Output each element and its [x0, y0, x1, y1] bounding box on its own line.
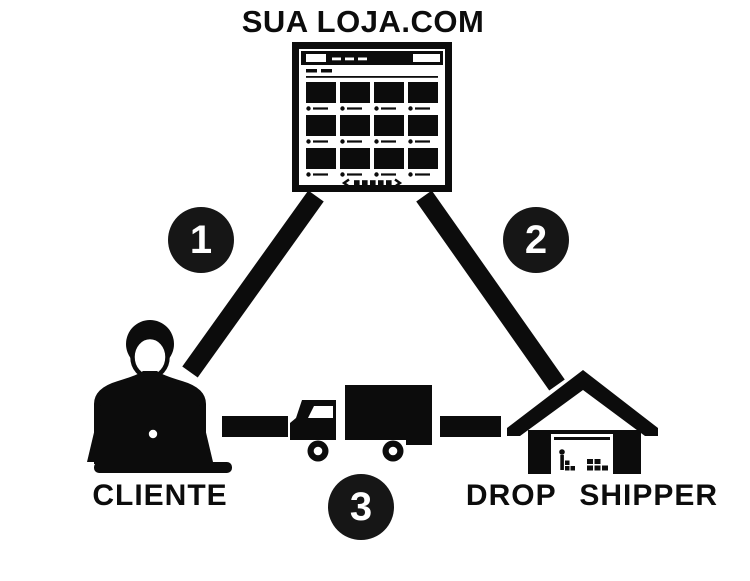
connector-store-client — [182, 190, 324, 378]
page-title: SUA LOJA.COM — [241, 4, 485, 39]
storefront-website-icon — [292, 42, 452, 192]
connector-store-shipper — [416, 190, 565, 391]
delivery-truck-icon — [290, 385, 432, 462]
step-badge-1: 1 — [168, 207, 234, 273]
worker-icon — [559, 449, 575, 471]
step-badge-2: 2 — [503, 207, 569, 273]
client-label: CLIENTE — [92, 479, 228, 512]
pagination-icon — [341, 178, 403, 188]
step-badge-3: 3 — [328, 474, 394, 540]
person-at-laptop-icon — [87, 320, 232, 473]
shipper-label: DROP SHIPPER — [465, 479, 719, 512]
connector-dash-truck-shipper — [440, 416, 501, 437]
connector-dash-client-truck — [222, 416, 288, 437]
boxes-icon — [587, 459, 608, 471]
warehouse-icon — [507, 370, 658, 474]
